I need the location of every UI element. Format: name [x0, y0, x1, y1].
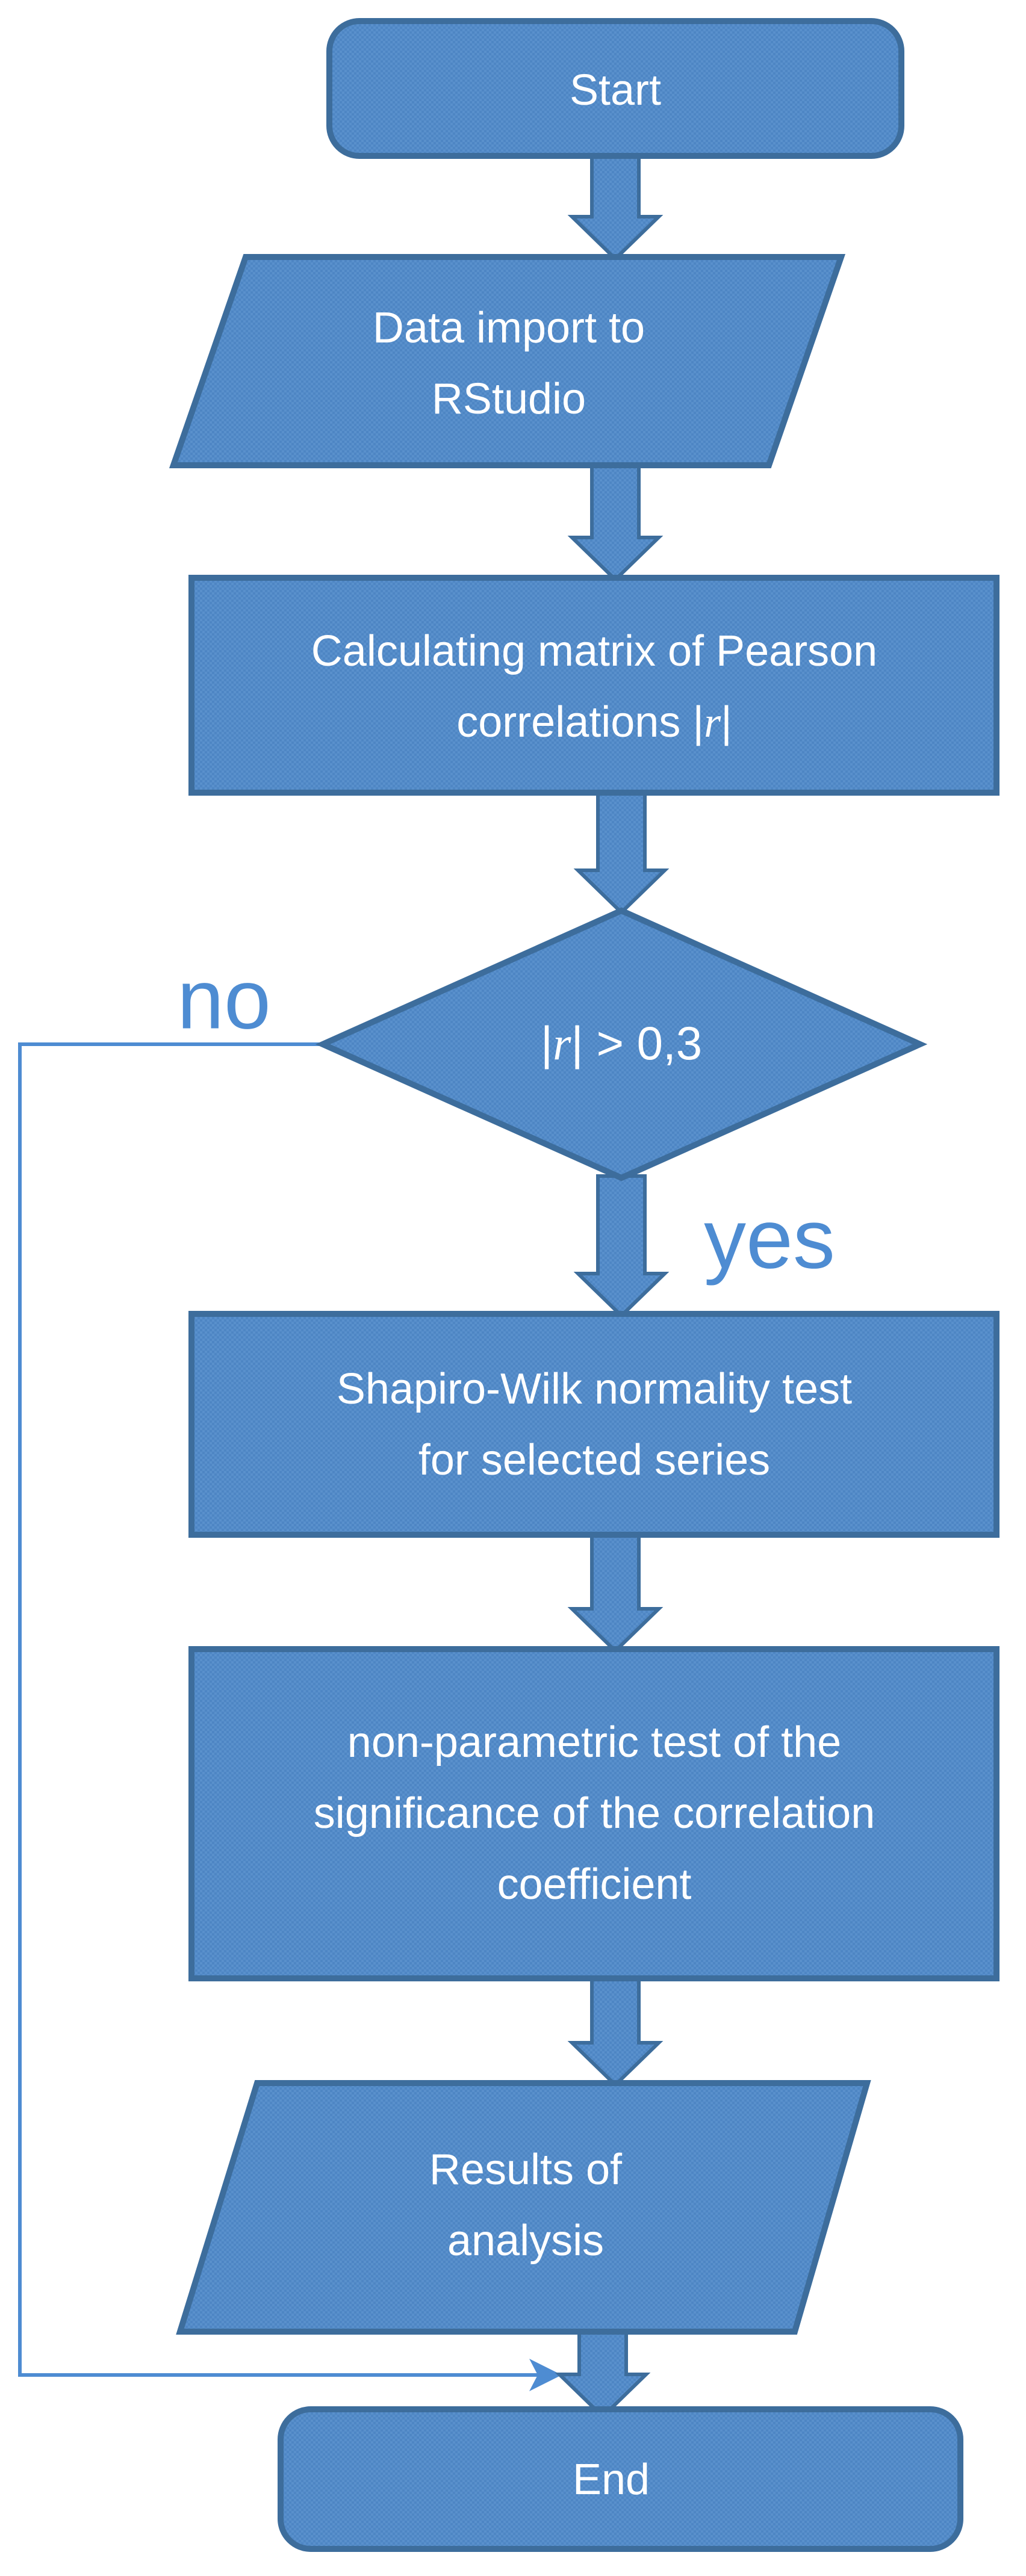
shapiro-shape — [188, 1311, 1000, 1538]
nonparametric-line2: significance of the correlation — [314, 1789, 875, 1838]
data-import-shape — [169, 254, 846, 468]
decision-cond-pre: | — [541, 1017, 553, 1070]
decision-cond-post: | > 0,3 — [571, 1017, 703, 1070]
node-end: End — [278, 2406, 963, 2552]
no-branch-label: no — [177, 952, 271, 1047]
node-results: Results of analysis — [176, 2080, 871, 2335]
data-import-line1: Data import to — [373, 304, 645, 352]
no-branch-arrowhead-icon — [529, 2359, 562, 2391]
results-line2: analysis — [447, 2217, 604, 2265]
pearson-shape — [188, 575, 1000, 796]
arrow-nonparametric-to-results-icon — [567, 1975, 664, 2088]
start-shape — [326, 18, 904, 159]
pearson-line2-post: | — [721, 698, 732, 746]
pearson-line2-var: r — [704, 698, 721, 746]
decision-shape — [315, 907, 928, 1181]
node-pearson: Calculating matrix of Pearson correlatio… — [188, 575, 1000, 796]
arrow-results-to-end-icon — [555, 2329, 651, 2420]
shapiro-line1: Shapiro-Wilk normality test — [337, 1365, 852, 1413]
pearson-line2-pre: correlations | — [456, 698, 704, 746]
arrow-shapiro-to-nonparametric-icon — [567, 1532, 664, 1654]
shapiro-line2: for selected series — [418, 1436, 770, 1484]
decision-condition: |r| > 0,3 — [541, 1017, 702, 1070]
pearson-line2: correlations |r| — [456, 698, 732, 746]
nonparametric-line1: non-parametric test of the — [347, 1718, 841, 1766]
node-decision: |r| > 0,3 — [315, 907, 928, 1181]
arrow-pearson-to-decision-icon — [573, 789, 670, 915]
node-data-import: Data import to RStudio — [169, 254, 846, 468]
node-nonparametric: non-parametric test of the significance … — [188, 1646, 1000, 1981]
end-shape — [278, 2406, 963, 2552]
no-branch-connector-line — [18, 1042, 538, 2377]
arrow-import-to-pearson-icon — [567, 462, 664, 583]
node-start: Start — [326, 18, 904, 159]
decision-cond-var: r — [553, 1017, 571, 1070]
arrow-start-to-import-icon — [567, 152, 664, 262]
start-label: Start — [570, 66, 661, 114]
nonparametric-shape — [188, 1646, 1000, 1981]
results-shape — [176, 2080, 871, 2335]
end-label: End — [573, 2456, 650, 2504]
yes-branch-label: yes — [704, 1192, 835, 1286]
nonparametric-line3: coefficient — [497, 1860, 692, 1909]
data-import-line2: RStudio — [432, 375, 586, 423]
pearson-line1: Calculating matrix of Pearson — [311, 627, 877, 675]
results-line1: Results of — [429, 2146, 623, 2194]
node-shapiro: Shapiro-Wilk normality test for selected… — [188, 1311, 1000, 1538]
arrow-decision-to-shapiro-icon — [573, 1174, 670, 1319]
